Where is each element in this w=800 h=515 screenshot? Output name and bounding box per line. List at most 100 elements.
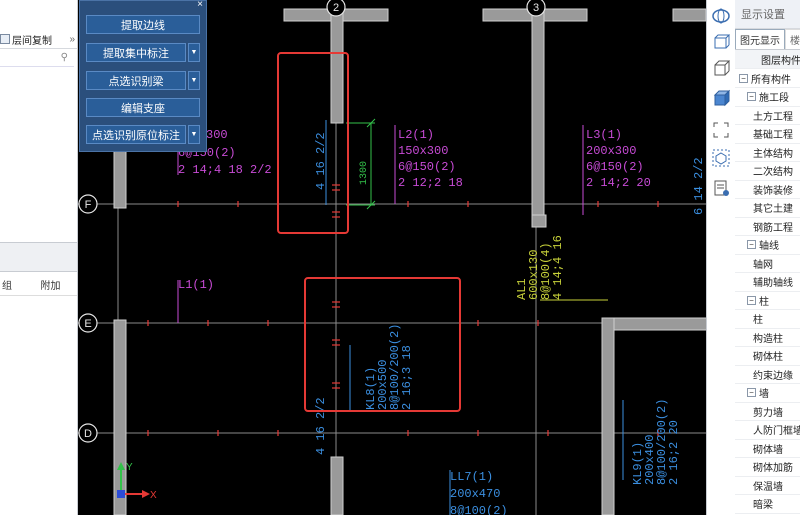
tree-item[interactable]: 其它土建	[735, 199, 800, 218]
annotation-text: L1(1)	[178, 278, 214, 292]
tree-item[interactable]: −墙	[735, 384, 800, 403]
tab-bar: 图元显示 楼	[735, 29, 800, 50]
tree-item[interactable]: 砌体加筋	[735, 458, 800, 477]
ucs-icon: Y X	[117, 462, 157, 501]
tab-floor[interactable]: 楼	[785, 29, 800, 49]
collapse-icon[interactable]: −	[739, 73, 748, 83]
fit-view-icon[interactable]	[711, 120, 731, 140]
tree-item[interactable]: 二次结构	[735, 162, 800, 181]
tree-item[interactable]: 保温墙	[735, 476, 800, 495]
edit-support-button[interactable]: 编辑支座	[86, 98, 200, 117]
extract-edge-button[interactable]: 提取边线	[86, 15, 200, 34]
collapse-icon[interactable]: −	[747, 240, 756, 249]
extract-label-button[interactable]: 提取集中标注	[86, 43, 186, 62]
annotation-text: 600x130	[527, 250, 541, 300]
view-3d-icon[interactable]	[711, 32, 731, 52]
collapse-icon[interactable]: −	[747, 295, 756, 305]
annotation-v-bottom: 4 16 2/2	[314, 397, 328, 455]
annotation-text: 8@100(4)	[539, 242, 553, 300]
tree-item[interactable]: 暗梁	[735, 495, 800, 514]
annotation-text: L3(1)	[586, 128, 622, 142]
tree-item[interactable]: −施工段	[735, 88, 800, 107]
axis-bubble-e	[78, 313, 98, 333]
wall-segment	[330, 456, 344, 515]
axis-label: D	[84, 428, 92, 440]
tree-item[interactable]: 钢筋工程	[735, 217, 800, 236]
ucs-x-label: X	[150, 490, 157, 501]
annotation-text: 200x470	[450, 487, 500, 501]
tree-item-label: 暗梁	[753, 500, 773, 511]
cube-solid-icon[interactable]	[711, 88, 731, 108]
axis-label: F	[85, 199, 92, 211]
orbit-icon[interactable]	[711, 6, 731, 26]
tree-item[interactable]: 砌体柱	[735, 347, 800, 366]
tree-item-label: 保温墙	[753, 481, 783, 493]
wall-segment	[601, 317, 615, 515]
annotation-text: 2 16;2 20	[667, 420, 681, 485]
tree-item-label: 装饰装修	[753, 185, 793, 197]
axis-bubble-2	[326, 0, 346, 17]
annotation-text: 4 16 2/2	[314, 397, 328, 455]
copy-icon	[0, 34, 10, 44]
annotation-text: 300	[206, 128, 228, 142]
tree-item-label: 轴网	[753, 259, 773, 271]
annotation-text: 2 14;2 20	[586, 176, 651, 190]
annotation-text: L2(1)	[398, 128, 434, 142]
tree-item[interactable]: 人防门框墙	[735, 421, 800, 440]
tree-item-label: 其它土建	[753, 204, 793, 215]
view-toolstrip	[706, 0, 736, 515]
annotation-al1: AL1 600x130 8@100(4) 4 14;4 16	[515, 235, 565, 300]
display-settings-icon[interactable]	[711, 178, 731, 198]
pick-beam-button[interactable]: 点选识别梁	[86, 71, 186, 90]
wall-segment	[531, 8, 545, 228]
tree-item[interactable]: 土方工程	[735, 106, 800, 125]
tab-element-display[interactable]: 图元显示	[735, 29, 785, 49]
annotation-text: 200x400	[643, 435, 657, 485]
tree-item[interactable]: −轴线	[735, 236, 800, 255]
annotation-text: 200x300	[586, 144, 636, 158]
close-icon[interactable]: ×	[197, 0, 203, 10]
tree-item[interactable]: 装饰装修	[735, 180, 800, 199]
annotation-text: 8@100/200(2)	[655, 399, 669, 485]
annotation-kl9: KL9(1) 200x400 8@100/200(2) 2 16;2 20	[631, 399, 681, 485]
chevron-down-icon[interactable]: ▼	[188, 71, 200, 90]
tree-item[interactable]: 约束边缘	[735, 365, 800, 384]
axis-bubble-3	[526, 0, 546, 17]
wall-segment	[601, 317, 706, 331]
tree-item[interactable]: 基础工程	[735, 125, 800, 144]
tree-item[interactable]: 轴网	[735, 254, 800, 273]
tree-item[interactable]: 辅助轴线	[735, 273, 800, 292]
tree-item[interactable]: 柱	[735, 310, 800, 329]
annotation-v-top: 4 16 2/2	[314, 132, 328, 190]
layer-copy-button[interactable]: 层间复制 »	[0, 31, 77, 47]
annotation-text: KL9(1)	[631, 442, 645, 485]
tree-item-label: 主体结构	[753, 148, 793, 160]
annotation-text: 4 14;4 16	[551, 235, 565, 300]
left-panel-header	[0, 0, 77, 49]
tree-item[interactable]: 构造柱	[735, 328, 800, 347]
tree-item[interactable]: −所有构件	[735, 69, 800, 88]
tree-item-label: 辅助轴线	[753, 278, 793, 289]
tree-item[interactable]: 砌体墙	[735, 439, 800, 458]
cube-wire-icon[interactable]	[711, 58, 731, 78]
tree-item[interactable]: 剪力墙	[735, 402, 800, 421]
pick-inplace-label-button[interactable]: 点选识别原位标注	[86, 125, 186, 144]
collapse-icon[interactable]: −	[747, 388, 756, 397]
selection-cube-icon[interactable]	[711, 148, 731, 168]
chevron-down-icon[interactable]: ▼	[188, 43, 200, 62]
search-icon[interactable]: ⚲	[60, 52, 68, 63]
expand-icon[interactable]: »	[69, 33, 75, 45]
annotation-text: 6@150(2)	[398, 160, 456, 174]
collapse-icon[interactable]: −	[747, 92, 756, 101]
tree-item[interactable]: −柱	[735, 291, 800, 310]
annotation-text: KL8(1)	[364, 367, 378, 410]
tree-item[interactable]: 主体结构	[735, 143, 800, 162]
selection-box	[304, 277, 461, 412]
dimension-text: 1300	[359, 161, 370, 185]
search-input[interactable]: ⚲	[0, 52, 74, 67]
chevron-down-icon[interactable]: ▼	[188, 125, 200, 144]
tree-item-label: 施工段	[759, 93, 789, 104]
tree-item-label: 土方工程	[753, 111, 793, 123]
annotation-ll7: LL7(1) 200x470 8@100(2)	[450, 470, 508, 515]
table-header: 组 附加	[0, 277, 77, 296]
